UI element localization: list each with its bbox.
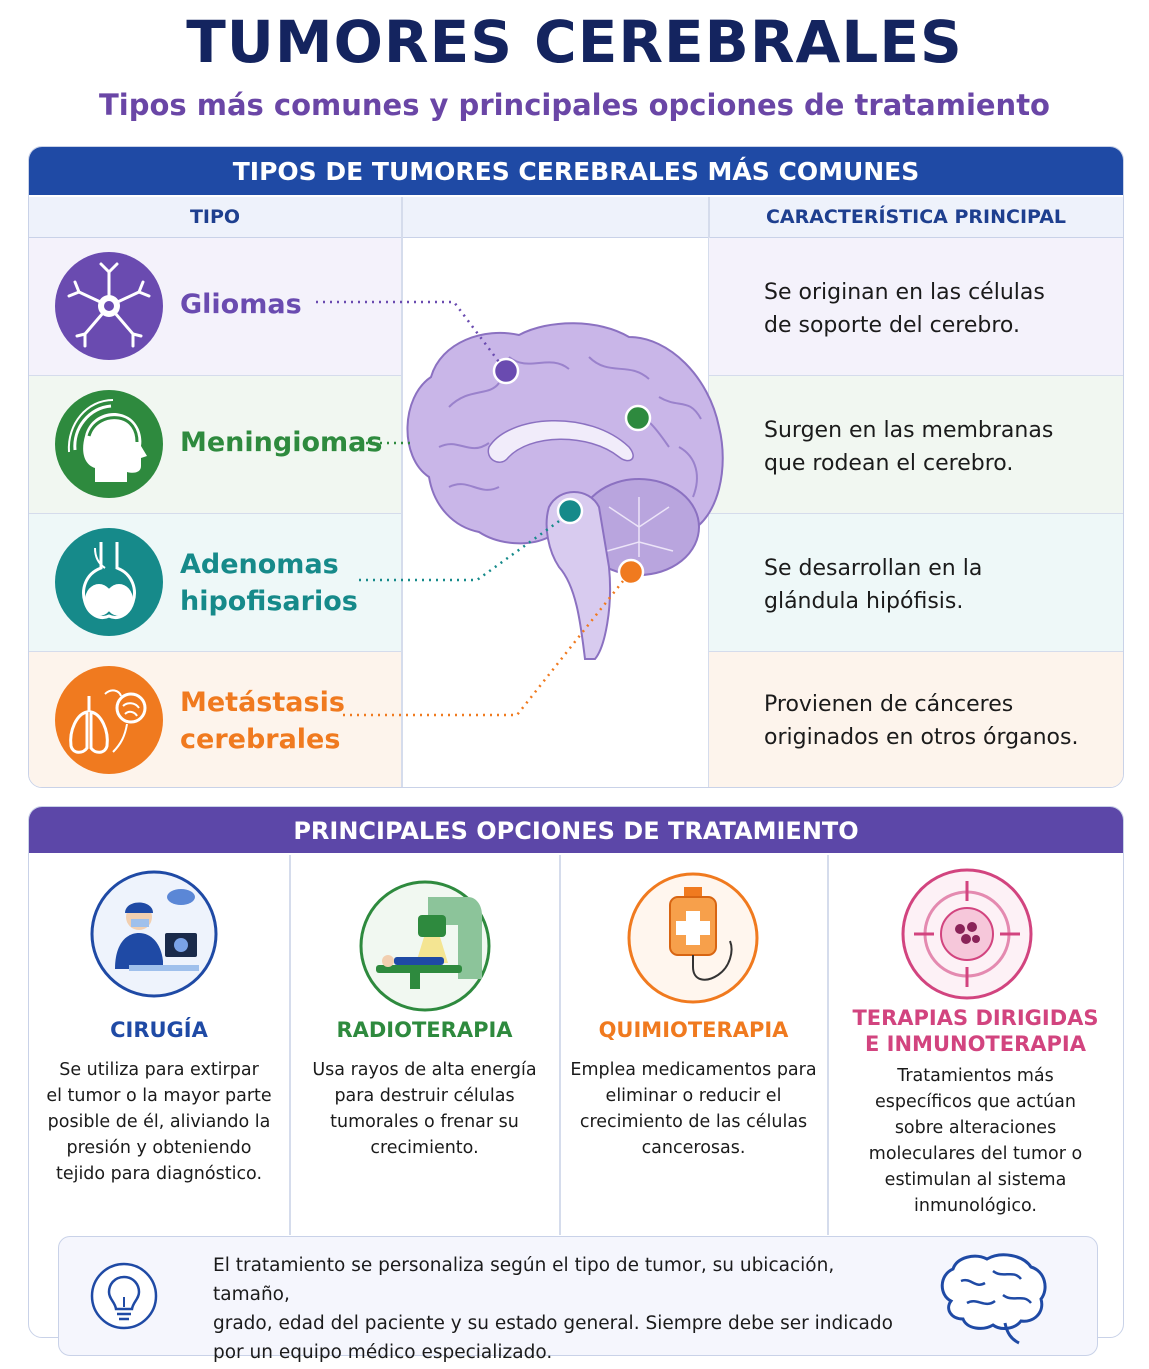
lightbulb-icon bbox=[90, 1262, 158, 1330]
treatment-heading: PRINCIPALES OPCIONES DE TRATAMIENTO bbox=[29, 807, 1123, 853]
radiotherapy-desc: Usa rayos de alta energía para destruir … bbox=[312, 1060, 537, 1158]
metastasis-label-line2: cerebrales bbox=[180, 724, 341, 755]
row-meningiomas-feature: Surgen en las membranas que rodean el ce… bbox=[709, 376, 1123, 514]
meningiomas-desc-line1: Surgen en las membranas bbox=[764, 418, 1054, 443]
brain-icon bbox=[940, 1253, 1047, 1345]
row-gliomas-feature: Se originan en las células de soporte de… bbox=[709, 238, 1123, 376]
brain-sagittal-illustration bbox=[316, 300, 724, 717]
tumor-types-heading: TIPOS DE TUMORES CEREBRALES MÁS COMUNES bbox=[29, 147, 1123, 195]
row-adenomas-type: Adenomas hipofisarios bbox=[29, 514, 401, 652]
targeted-title-line2: E INMUNOTERAPIA bbox=[865, 1032, 1086, 1056]
metastasis-desc-line2: originados en otros órganos. bbox=[764, 725, 1079, 750]
treatment-targeted: TERAPIAS DIRIGIDAS E INMUNOTERAPIA Trata… bbox=[828, 855, 1123, 1230]
column-header-type: TIPO bbox=[29, 197, 401, 238]
treatment-surgery: CIRUGÍA Se utiliza para extirpar el tumo… bbox=[29, 855, 289, 1230]
treatment-radiotherapy: RADIOTERAPIA Usa rayos de alta energía p… bbox=[290, 855, 559, 1230]
gliomas-desc-line2: de soporte del cerebro. bbox=[764, 313, 1020, 338]
adenomas-label-line2: hipofisarios bbox=[180, 586, 358, 617]
page-subtitle: Tipos más comunes y principales opciones… bbox=[99, 88, 1050, 122]
row-gliomas-type: Gliomas bbox=[29, 238, 401, 376]
surgeon-icon bbox=[90, 870, 218, 998]
adenomas-desc-line1: Se desarrollan en la bbox=[764, 556, 983, 581]
neuron-icon bbox=[55, 252, 163, 360]
meningiomas-label: Meningiomas bbox=[180, 427, 383, 458]
target-cell-icon bbox=[901, 868, 1033, 1000]
pituitary-icon bbox=[55, 528, 163, 636]
chemotherapy-title: QUIMIOTERAPIA bbox=[598, 1018, 789, 1042]
column-header-feature: CARACTERÍSTICA PRINCIPAL bbox=[709, 197, 1123, 238]
gliomas-desc-line1: Se originan en las células bbox=[764, 280, 1045, 305]
gliomas-label: Gliomas bbox=[180, 289, 302, 320]
radiotherapy-machine-icon bbox=[359, 880, 491, 1012]
targeted-desc: Tratamientos más específicos que actúan … bbox=[868, 1066, 1083, 1216]
row-metastasis-feature: Provienen de cánceres originados en otro… bbox=[709, 652, 1123, 787]
tumor-types-panel: TIPOS DE TUMORES CEREBRALES MÁS COMUNES … bbox=[28, 146, 1124, 788]
row-adenomas-feature: Se desarrollan en la glándula hipófisis. bbox=[709, 514, 1123, 652]
note-text: El tratamiento se personaliza según el t… bbox=[213, 1255, 893, 1363]
meningiomas-desc-line2: que rodean el cerebro. bbox=[764, 451, 1014, 476]
radiotherapy-title: RADIOTERAPIA bbox=[336, 1018, 513, 1042]
adenomas-desc-line2: glándula hipófisis. bbox=[764, 589, 964, 614]
row-meningiomas-type: Meningiomas bbox=[29, 376, 401, 514]
personalization-note: El tratamiento se personaliza según el t… bbox=[58, 1236, 1098, 1363]
iv-bag-icon bbox=[627, 872, 759, 1004]
surgery-title: CIRUGÍA bbox=[110, 1018, 208, 1042]
targeted-title-line1: TERAPIAS DIRIGIDAS bbox=[852, 1006, 1099, 1030]
surgery-desc: Se utiliza para extirpar el tumor o la m… bbox=[46, 1060, 272, 1184]
treatment-chemotherapy: QUIMIOTERAPIA Emplea medicamentos para e… bbox=[560, 855, 827, 1230]
adenomas-label-line1: Adenomas bbox=[180, 549, 339, 580]
chemotherapy-desc: Emplea medicamentos para eliminar o redu… bbox=[570, 1060, 817, 1158]
head-meninges-icon bbox=[55, 390, 163, 498]
metastasis-desc-line1: Provienen de cánceres bbox=[764, 692, 1014, 717]
column-header-blank bbox=[402, 197, 708, 238]
row-metastasis-type: Metástasis cerebrales bbox=[29, 652, 401, 787]
metastasis-label-line1: Metástasis bbox=[180, 687, 345, 718]
page-title: TUMORES CEREBRALES bbox=[186, 8, 963, 76]
lungs-brain-icon bbox=[55, 666, 163, 774]
